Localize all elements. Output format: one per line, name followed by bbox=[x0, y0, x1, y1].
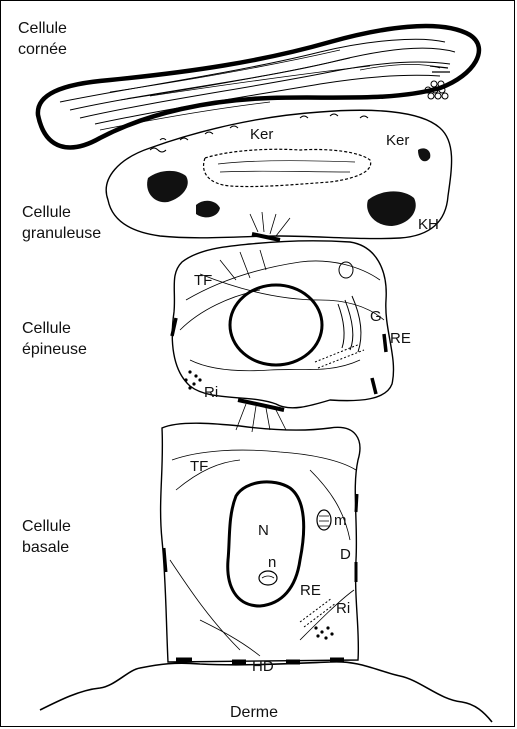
label-cellule-cornee: Cellule cornée bbox=[18, 18, 67, 60]
label-tf-upper: TF bbox=[194, 270, 212, 291]
label-epineuse-line2: épineuse bbox=[22, 339, 87, 360]
label-cornee-line1: Cellule bbox=[18, 18, 67, 39]
label-nucleus: N bbox=[258, 520, 269, 541]
label-re-upper: RE bbox=[390, 328, 411, 349]
label-basale-line1: Cellule bbox=[22, 516, 71, 537]
label-cellule-basale: Cellule basale bbox=[22, 516, 71, 558]
label-granuleuse-line2: granuleuse bbox=[22, 223, 101, 244]
label-derme: Derme bbox=[230, 702, 278, 723]
label-g: G bbox=[370, 306, 382, 327]
label-cellule-granuleuse: Cellule granuleuse bbox=[22, 202, 101, 244]
label-kh: KH bbox=[418, 214, 439, 235]
label-re-lower: RE bbox=[300, 580, 321, 601]
label-hemidesmosome: HD bbox=[252, 656, 274, 677]
label-tf-lower: TF bbox=[190, 456, 208, 477]
label-nucleolus: n bbox=[268, 552, 276, 573]
label-basale-line2: basale bbox=[22, 537, 71, 558]
label-epineuse-line1: Cellule bbox=[22, 318, 87, 339]
label-ker-left: Ker bbox=[250, 124, 273, 145]
label-cornee-line2: cornée bbox=[18, 39, 67, 60]
label-desmosome: D bbox=[340, 544, 351, 565]
label-ker-right: Ker bbox=[386, 130, 409, 151]
label-ri-lower: Ri bbox=[336, 598, 350, 619]
label-ri-upper: Ri bbox=[204, 382, 218, 403]
label-cellule-epineuse: Cellule épineuse bbox=[22, 318, 87, 360]
label-granuleuse-line1: Cellule bbox=[22, 202, 101, 223]
label-mitochondrion: m bbox=[334, 510, 347, 531]
